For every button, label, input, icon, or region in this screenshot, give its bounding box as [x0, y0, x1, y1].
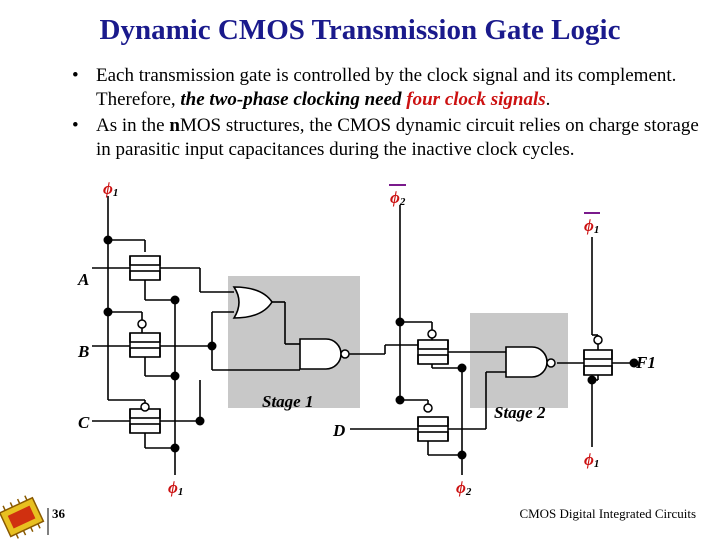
or-gate	[232, 286, 273, 319]
bullet-item-2: • As in the nMOS structures, the CMOS dy…	[62, 114, 702, 162]
input-b-label: B	[77, 342, 89, 361]
clock-label-phi1bar-right: ϕ1	[584, 216, 599, 236]
page-number: 36	[52, 506, 65, 521]
wire-group	[92, 196, 634, 475]
bullet-highlight: four clock signals	[406, 89, 546, 110]
bullet-text: Each transmission gate is controlled by …	[96, 65, 677, 110]
output-f1-label: F1	[635, 353, 656, 372]
stage2-label: Stage 2	[494, 403, 546, 422]
bullet-text-end: .	[545, 89, 551, 110]
bullet-item-1: • Each transmission gate is controlled b…	[62, 64, 702, 112]
clock-label-phi2-bottom: ϕ2	[456, 478, 472, 498]
bullet-emphasis: the two-phase clocking need	[180, 89, 407, 110]
clock-label-phi2bar-top: ϕ2	[390, 188, 406, 208]
bullet-dot: •	[72, 115, 79, 136]
bullet-text-end: MOS structures, the CMOS dynamic circuit…	[96, 115, 699, 160]
input-c-label: C	[78, 413, 90, 432]
stage1-label: Stage 1	[262, 392, 313, 411]
clock-label-phi1-top: ϕ1	[103, 179, 118, 199]
clock-label-phi1-right: ϕ1	[584, 450, 599, 470]
bullet-text: As in the	[96, 115, 170, 136]
clock-overbars	[389, 184, 600, 214]
clock-label-phi1-bottom: ϕ1	[168, 478, 183, 498]
and-gate-stage2	[505, 346, 548, 378]
chip-logo-icon	[0, 495, 45, 539]
bubble-group	[137, 319, 603, 413]
course-title: CMOS Digital Integrated Circuits	[519, 506, 696, 521]
and-gate-stage1	[299, 338, 342, 370]
page-title: Dynamic CMOS Transmission Gate Logic	[99, 14, 621, 46]
bullet-dot: •	[72, 65, 79, 86]
bullet-bold: n	[169, 115, 180, 136]
node-d-label: D	[332, 421, 345, 440]
input-a-label: A	[77, 270, 89, 289]
junction-group	[103, 235, 639, 460]
bullet-list: • Each transmission gate is controlled b…	[62, 64, 702, 164]
